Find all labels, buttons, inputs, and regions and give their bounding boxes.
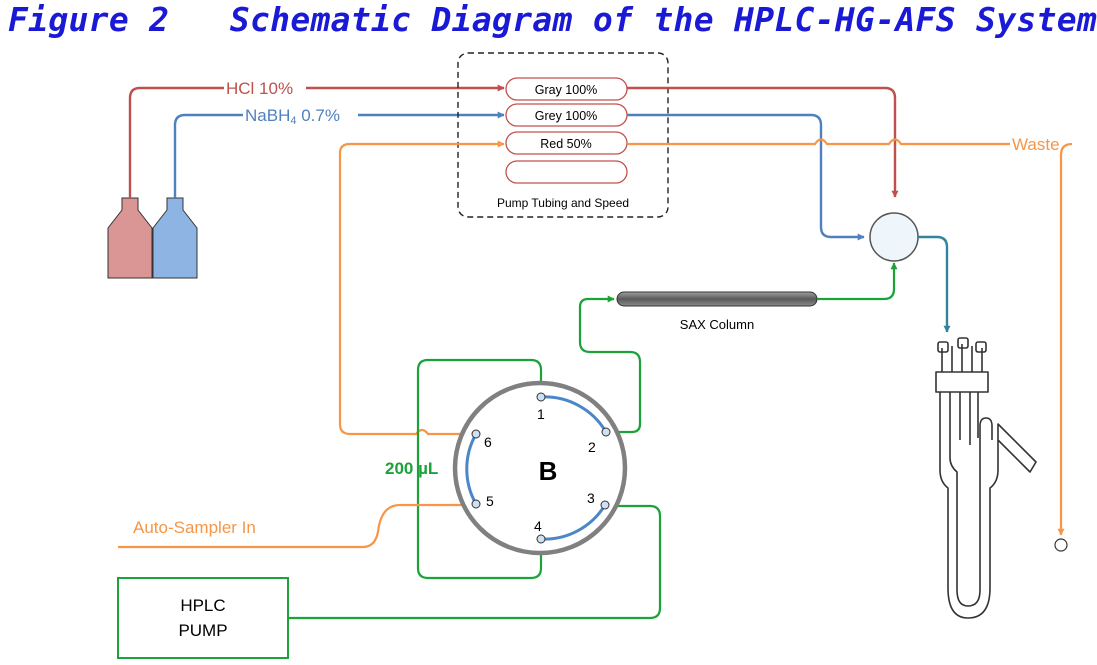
nabh4-to-mixer — [627, 113, 865, 241]
sax-column — [616, 291, 818, 307]
tubing-2-label: Grey 100% — [535, 109, 598, 123]
hcl-label: HCl 10% — [226, 79, 293, 98]
figure-title: Figure 2 Schematic Diagram of the HPLC-H… — [8, 0, 1097, 39]
nabh4-label: NaBH4 0.7% — [245, 106, 340, 127]
sax-column-label: SAX Column — [680, 317, 754, 332]
waste-line — [627, 138, 1073, 536]
six-port-valve — [452, 380, 628, 556]
mixer-outlet-line — [917, 235, 951, 333]
valve-port-3-label: 3 — [587, 490, 595, 506]
sample-loop-label: 200 µL — [385, 459, 438, 478]
valve-port-2-label: 2 — [588, 439, 596, 455]
hplc-pump-label-1: HPLC — [180, 596, 225, 615]
valve-groove-3-4 — [540, 504, 607, 541]
valve-port-5 — [471, 499, 481, 509]
afs-atomizer — [935, 337, 1037, 619]
waste-outlet — [1054, 538, 1068, 552]
hplc-to-valve — [288, 502, 662, 620]
valve-port-6 — [471, 429, 481, 439]
pump-tubing-box — [457, 52, 669, 218]
valve-to-column — [578, 295, 642, 434]
hplc-pump-label-2: PUMP — [178, 621, 227, 640]
valve-port-1 — [536, 392, 546, 402]
column-to-mixer — [817, 262, 898, 301]
waste-label: Waste — [1012, 135, 1060, 154]
valve-groove-5-6 — [465, 433, 478, 505]
pump-tubing-label: Pump Tubing and Speed — [497, 196, 629, 210]
tubing-3-label: Red 50% — [540, 137, 591, 151]
nabh4-bottle — [152, 197, 198, 279]
auto-sampler-label: Auto-Sampler In — [133, 518, 256, 537]
valve-port-4-label: 4 — [534, 518, 542, 534]
tubing-1-label: Gray 100% — [535, 83, 598, 97]
auto-sampler-line — [118, 501, 474, 549]
sample-loop — [416, 358, 543, 580]
hcl-line — [128, 88, 504, 198]
valve-label: B — [539, 456, 558, 486]
valve-port-1-label: 1 — [537, 406, 545, 422]
valve-port-3 — [600, 500, 610, 510]
valve-port-5-label: 5 — [486, 493, 494, 509]
hcl-bottle — [107, 197, 153, 279]
tubing-4 — [505, 160, 628, 184]
hcl-to-mixer — [627, 86, 899, 198]
valve-port-6-label: 6 — [484, 434, 492, 450]
valve-port-2 — [601, 427, 611, 437]
hplc-pump — [117, 577, 289, 659]
mixing-junction — [869, 212, 919, 262]
sample-return-line — [338, 140, 505, 436]
valve-port-4 — [536, 534, 546, 544]
valve-groove-1-2 — [540, 395, 608, 433]
nabh4-line — [173, 115, 504, 198]
